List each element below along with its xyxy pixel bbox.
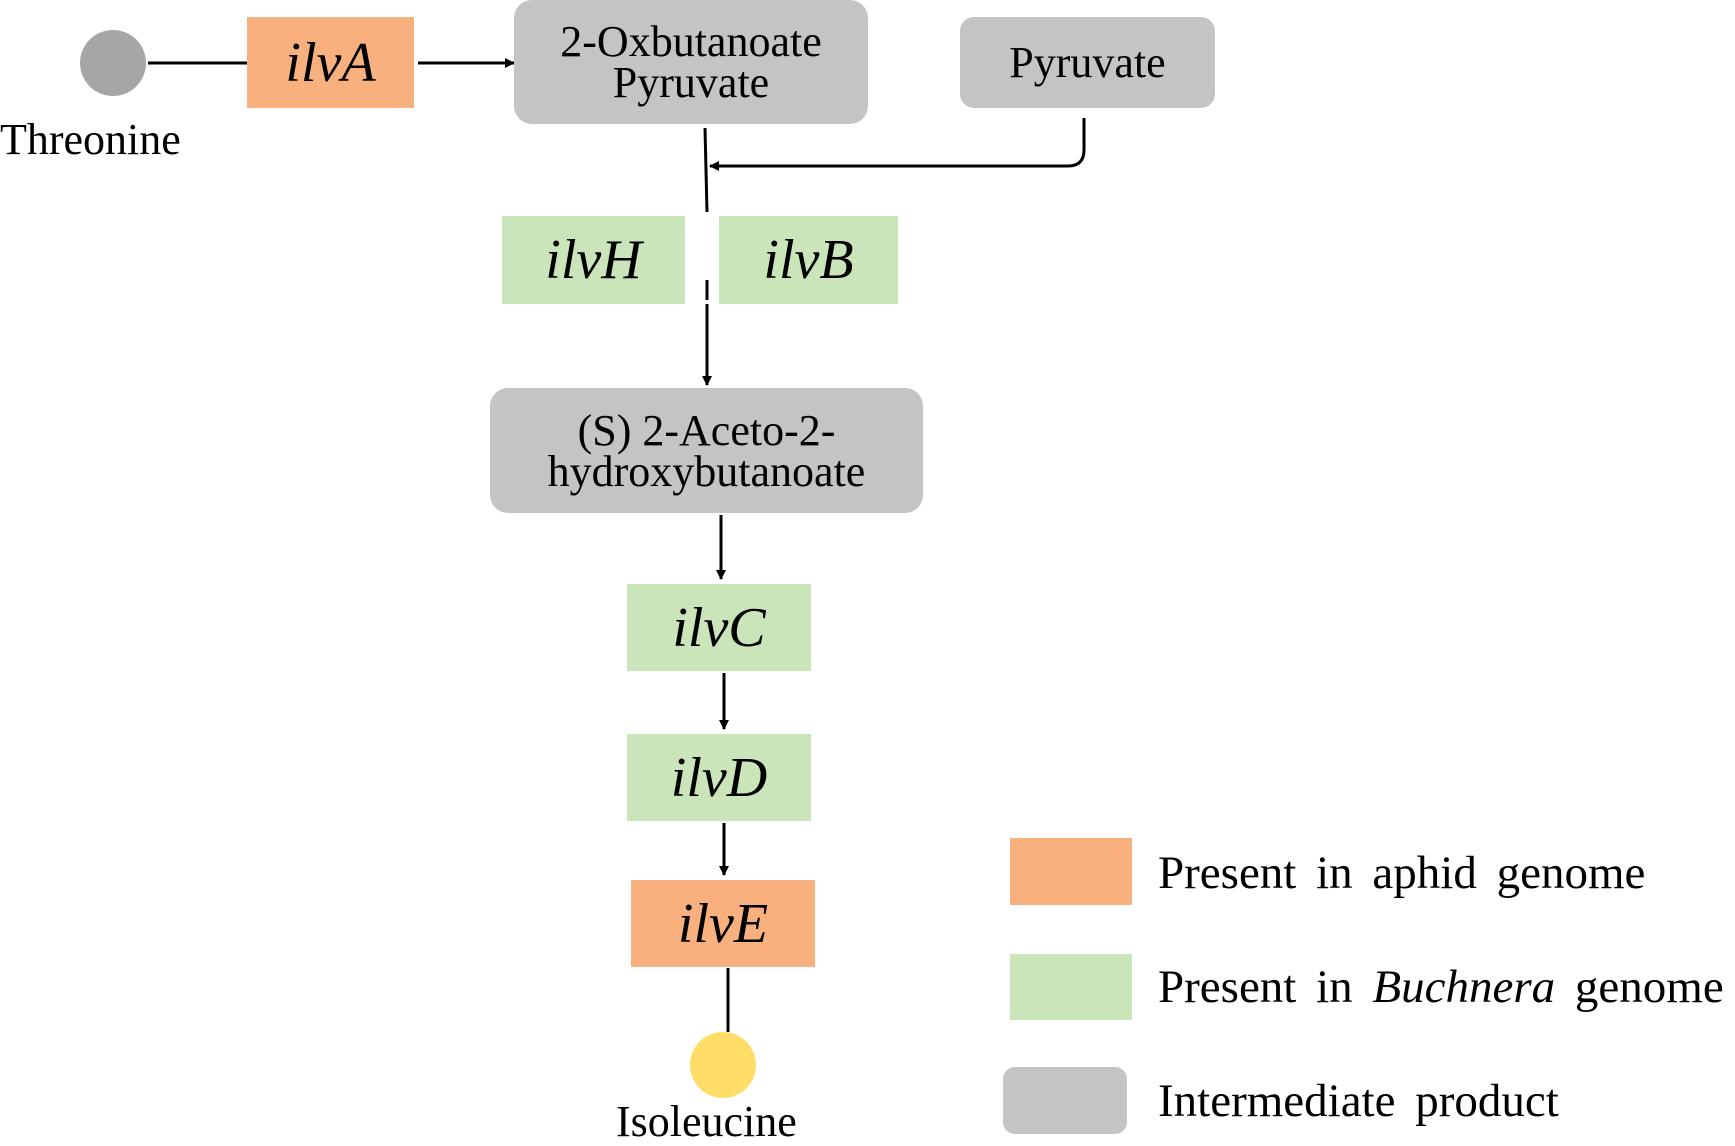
threonine-node — [80, 30, 146, 96]
gene-ilva: ilvA — [247, 17, 414, 108]
gene-ilve: ilvE — [631, 880, 815, 967]
gene-ilvh: ilvH — [502, 216, 685, 304]
gene-ilvb: ilvB — [719, 216, 898, 304]
legend-label-intermediate: Intermediate product — [1158, 1075, 1559, 1127]
legend-buchnera-italic: Buchnera — [1372, 961, 1556, 1013]
oxobutanoate-vertical-line — [703, 127, 709, 213]
legend-swatch-intermediate — [1003, 1067, 1127, 1134]
isoleucine-label: Isoleucine — [616, 1097, 797, 1146]
pyruvate-join-arrow — [709, 118, 1086, 171]
intermediate-aceto-hydroxybutanoate: (S) 2-Aceto-2- hydroxybutanoate — [490, 388, 923, 513]
legend-label-buchnera: Present in Buchnera genome — [1158, 962, 1724, 1012]
oxobutanoate-line1: 2-Oxbutanoate — [560, 17, 822, 66]
gene-ilvc: ilvC — [627, 584, 811, 671]
gene-ilvd: ilvD — [627, 734, 811, 821]
legend-swatch-buchnera — [1010, 954, 1132, 1020]
aceto-line1: (S) 2-Aceto-2- — [577, 405, 836, 455]
intermediate-pyruvate: Pyruvate — [960, 17, 1215, 108]
oxobutanoate-line2: Pyruvate — [612, 58, 770, 107]
legend-buchnera-suffix: genome — [1574, 961, 1724, 1013]
aceto-line2: hydroxybutanoate — [547, 446, 866, 496]
legend-label-aphid: Present in aphid genome — [1158, 847, 1646, 899]
isoleucine-node — [690, 1032, 756, 1098]
intermediate-oxobutanoate: 2-Oxbutanoate Pyruvate — [514, 0, 868, 124]
threonine-label: Threonine — [0, 115, 181, 164]
pyruvate-line1: Pyruvate — [1009, 38, 1166, 87]
legend-buchnera-prefix: Present in — [1158, 961, 1353, 1013]
legend-swatch-aphid — [1010, 838, 1132, 905]
